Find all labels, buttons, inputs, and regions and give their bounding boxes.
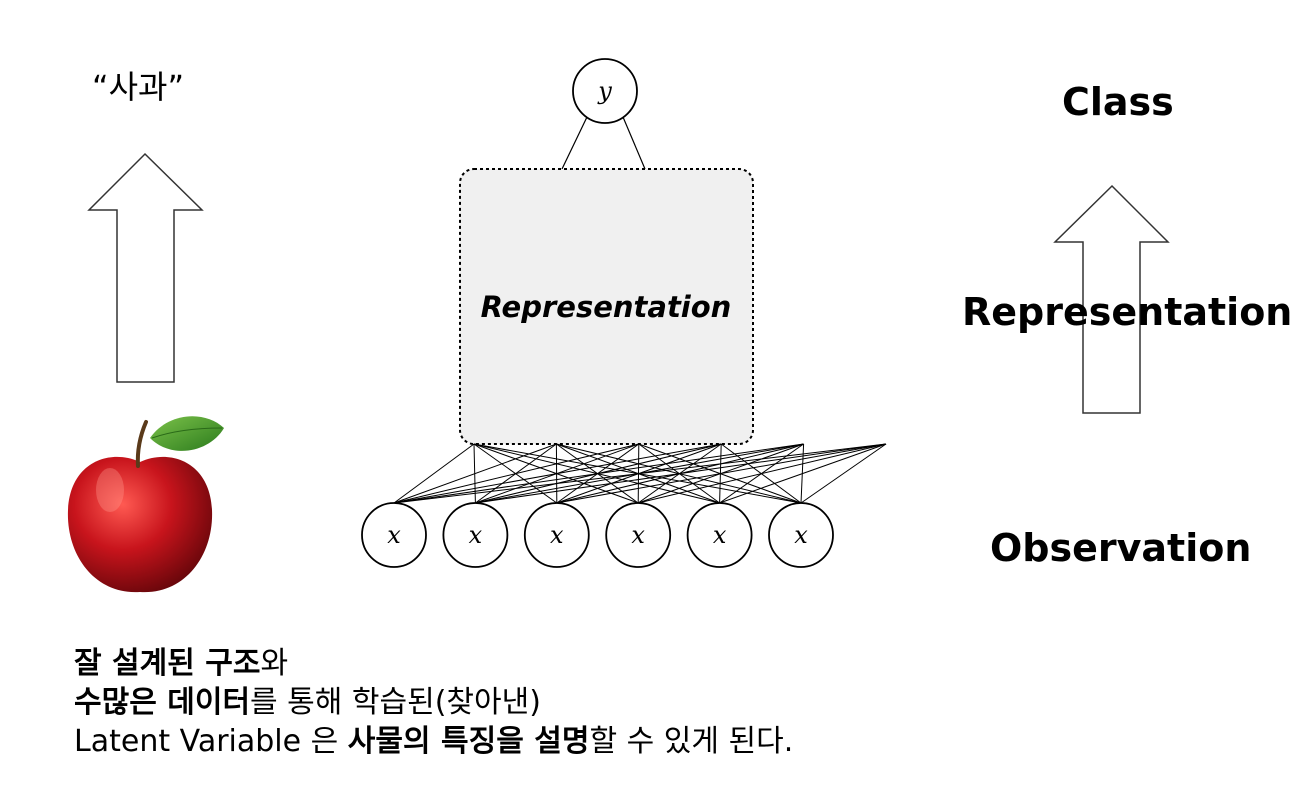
representation-box: Representation — [459, 168, 754, 445]
input-node: x — [686, 502, 753, 568]
caption-line1-segment: 잘 설계된 구조 — [74, 646, 261, 681]
input-edge — [473, 443, 639, 504]
input-node-circle — [361, 502, 427, 568]
y-box-edge-left — [561, 116, 588, 170]
input-edges — [393, 443, 887, 504]
input-edge — [800, 443, 805, 504]
apple-image — [67, 416, 224, 593]
class-label: Class — [1062, 80, 1174, 124]
right-up-arrow — [1053, 184, 1170, 414]
output-node: y — [572, 58, 638, 124]
input-node-label: x — [469, 521, 483, 549]
input-node-label: x — [713, 521, 727, 549]
input-node-label: x — [550, 521, 564, 549]
input-node: x — [442, 502, 509, 568]
input-node: x — [768, 502, 834, 568]
caption-line1-segment: 와 — [260, 646, 289, 681]
input-node-circle — [523, 502, 590, 568]
caption-line2-segment: 를 통해 학습된(찾아낸) — [250, 685, 541, 720]
input-node: x — [523, 502, 590, 568]
caption-line-1: 잘 설계된 구조와 — [74, 644, 793, 683]
input-edge — [393, 443, 475, 504]
apple-label: “사과” — [92, 68, 185, 106]
input-node-label: x — [387, 521, 401, 549]
left-up-arrow — [87, 152, 204, 383]
representation-label: Representation — [962, 290, 1293, 334]
observation-label: Observation — [990, 526, 1252, 570]
input-edge — [638, 443, 802, 504]
input-edge — [473, 443, 802, 504]
y-box-edge-right — [622, 116, 646, 170]
input-node-circle — [442, 502, 509, 568]
input-edge — [720, 443, 802, 504]
input-node-circle — [686, 502, 753, 568]
input-edge — [556, 443, 802, 504]
input-node-label: x — [631, 521, 645, 549]
caption-line3-segment: 할 수 있게 된다. — [589, 724, 794, 759]
input-node: x — [605, 502, 672, 568]
caption-line3-segment: 사물의 특징을 설명 — [347, 724, 590, 759]
output-node-label: y — [597, 77, 612, 105]
input-edge — [473, 443, 720, 504]
caption-line3-segment: Latent Variable 은 — [74, 724, 348, 759]
input-edge — [473, 443, 476, 504]
input-edge — [473, 443, 558, 504]
input-node-circle — [768, 502, 834, 568]
input-node-circle — [605, 502, 672, 568]
representation-box-label: Representation — [481, 290, 732, 324]
input-node: x — [361, 502, 427, 568]
caption-line2-segment: 수많은 데이터 — [74, 685, 251, 720]
caption-line-2: 수많은 데이터를 통해 학습된(찾아낸) — [74, 683, 793, 722]
input-edge — [800, 443, 887, 504]
caption: 잘 설계된 구조와 수많은 데이터를 통해 학습된(찾아낸) Latent Va… — [74, 644, 793, 761]
input-node-label: x — [794, 521, 808, 549]
caption-line-3: Latent Variable 은 사물의 특징을 설명할 수 있게 된다. — [74, 722, 793, 761]
